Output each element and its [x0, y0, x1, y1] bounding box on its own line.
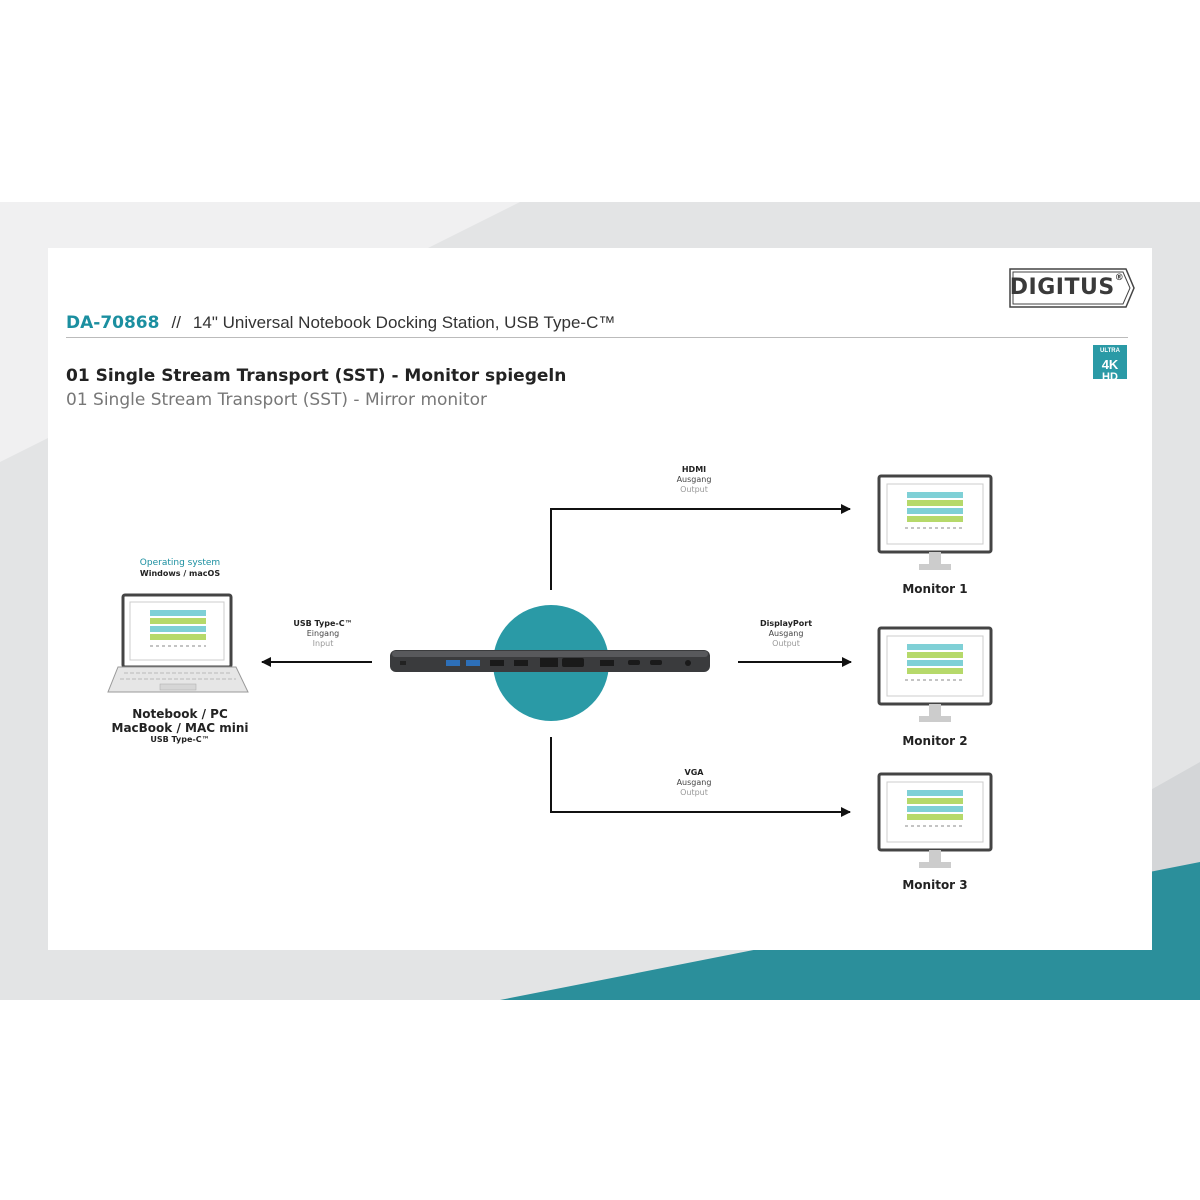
vga-label: VGA Ausgang Output	[676, 768, 712, 797]
monitor-1-illustration	[877, 474, 993, 572]
title-german: 01 Single Stream Transport (SST) - Monit…	[66, 366, 567, 386]
header-line: DA-70868 // 14" Universal Notebook Docking…	[66, 313, 615, 333]
notebook-illustration	[107, 593, 249, 693]
hdmi-line	[550, 504, 851, 590]
vga-line	[550, 737, 851, 817]
displayport-label: DisplayPort Ausgang Output	[759, 619, 813, 648]
notebook-label: Notebook / PC MacBook / MAC mini USB Typ…	[111, 707, 249, 744]
product-name: 14" Universal Notebook Docking Station, …	[192, 313, 616, 332]
title-english: 01 Single Stream Transport (SST) - Mirro…	[66, 390, 487, 410]
monitor-2-label: Monitor 2	[902, 734, 968, 748]
os-label: Operating system Windows / macOS	[139, 558, 221, 578]
monitor-1-label: Monitor 1	[902, 582, 968, 596]
header-separator: //	[171, 313, 181, 332]
monitor-3-illustration	[877, 772, 993, 870]
docking-station	[390, 650, 710, 672]
ultra-hd-badge: ULTRA 4K HD	[1093, 345, 1127, 383]
monitor-2-illustration	[877, 626, 993, 724]
digitus-logo-text: DIGITUS®	[1009, 273, 1125, 300]
model-number: DA-70868	[66, 313, 160, 333]
digitus-logo	[1009, 268, 1135, 308]
monitor-3-label: Monitor 3	[902, 878, 968, 892]
header-divider	[66, 337, 1128, 338]
hdmi-label: HDMI Ausgang Output	[676, 465, 712, 494]
usb-c-input-label: USB Type-C™ Eingang Input	[293, 619, 353, 648]
